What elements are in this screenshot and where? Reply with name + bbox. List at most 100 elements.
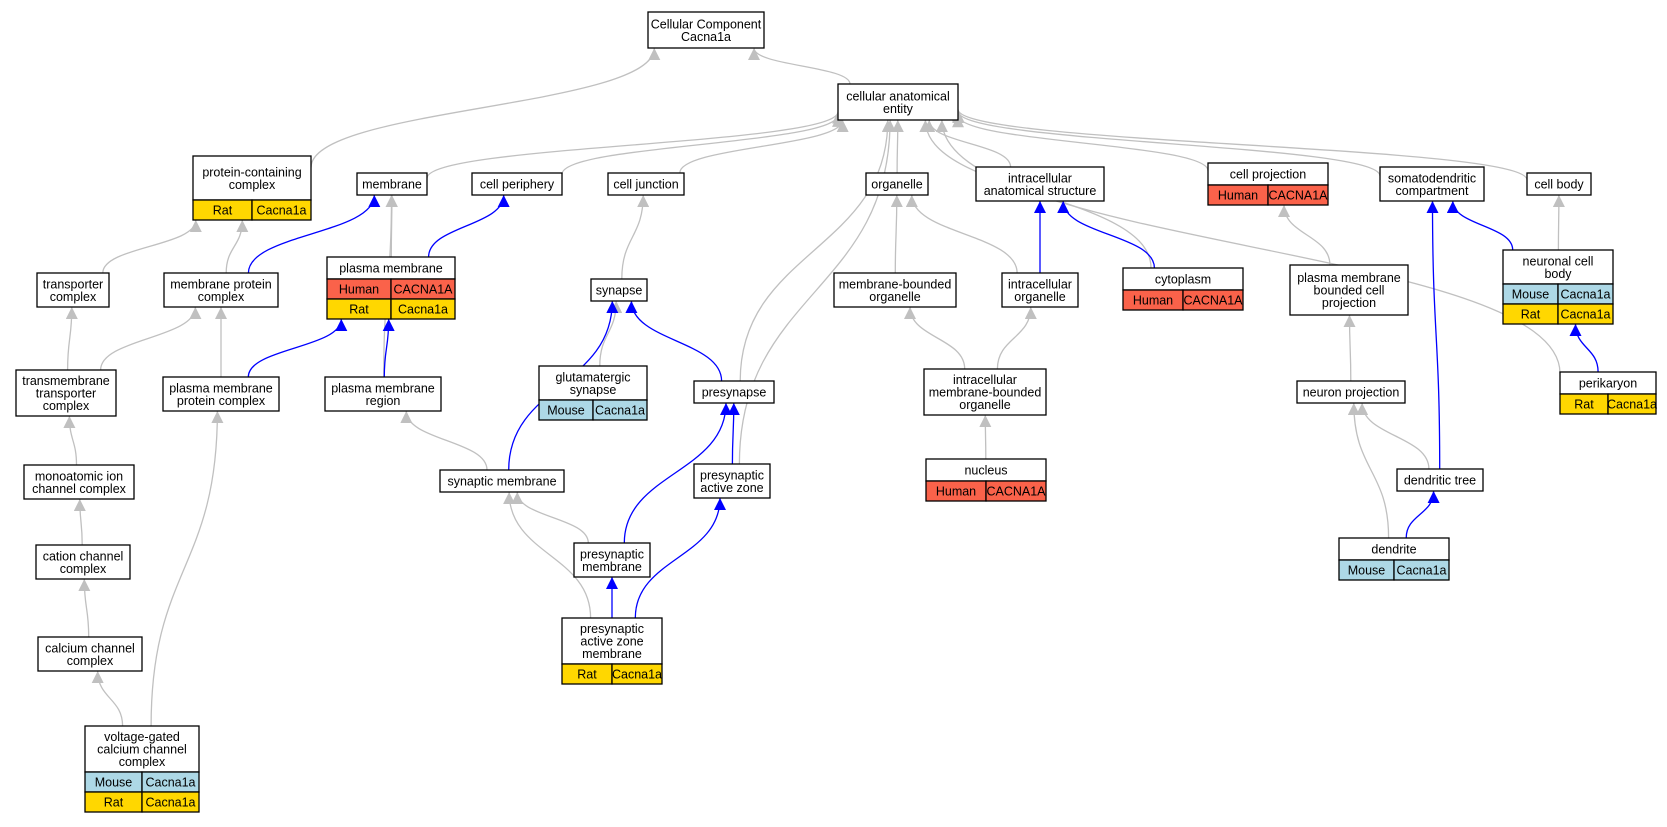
gene-cell: [1607, 393, 1657, 415]
node-label-line: synaptic membrane: [447, 475, 556, 489]
node-synm[interactable]: synaptic membrane: [439, 469, 565, 493]
node-box: [1396, 468, 1484, 492]
node-dtree[interactable]: dendritic tree: [1396, 468, 1484, 492]
edge-ncb-to-cbody: [1552, 194, 1565, 251]
edge-gsyn-to-syn: [599, 300, 623, 367]
node-box: [693, 463, 771, 499]
node-box: [163, 272, 279, 308]
edge-peri-to-ncb: [1569, 323, 1599, 373]
gene-label: Cacna1a: [398, 303, 448, 317]
node-label-line: cell junction: [613, 178, 678, 192]
node-syn[interactable]: synapse: [590, 278, 648, 302]
node-label-line: plasma membrane: [169, 381, 273, 395]
gene-cell: [985, 480, 1047, 502]
node-box: [975, 166, 1105, 202]
node-label-line: projection: [1322, 296, 1376, 310]
node-label-line: active zone: [700, 481, 763, 495]
node-cper[interactable]: cell periphery: [471, 172, 563, 196]
node-box: [1526, 172, 1592, 196]
node-mem[interactable]: membrane: [356, 172, 428, 196]
node-label-line: intracellular: [953, 373, 1017, 387]
node-label-line: perikaryon: [1579, 377, 1637, 391]
edge-pm-to-cper: [427, 194, 510, 258]
gene-label: Cacna1a: [1560, 308, 1610, 322]
gene-label: Cacna1a: [145, 796, 195, 810]
node-label-line: complex: [60, 562, 107, 576]
node-presyn[interactable]: presynapse: [693, 380, 775, 404]
species-label: Rat: [213, 204, 233, 218]
node-box: [573, 542, 651, 578]
node-nproj[interactable]: neuron projection: [1296, 380, 1406, 404]
node-org[interactable]: organelle: [865, 172, 929, 196]
node-label-line: dendrite: [1371, 543, 1416, 557]
node-label-line: cation channel: [43, 549, 124, 563]
node-box: [356, 172, 428, 196]
node-label-line: complex: [43, 399, 90, 413]
species-label: Human: [936, 485, 976, 499]
edge-cyto-to-ias: [1057, 200, 1156, 269]
species-label: Mouse: [547, 404, 585, 418]
node-label-line: presynaptic: [700, 468, 764, 482]
node-label-line: membrane protein: [170, 277, 271, 291]
node-label-line: membrane-bounded: [839, 277, 952, 291]
edge-dtree-to-sdc: [1426, 200, 1441, 470]
node-cbody[interactable]: cell body: [1526, 172, 1592, 196]
node-label-line: nucleus: [964, 464, 1007, 478]
node-label-line: synapse: [596, 284, 643, 298]
gene-cell: [141, 791, 200, 813]
node-box: [162, 376, 280, 412]
node-box: [561, 617, 663, 665]
node-label-line: presynaptic: [580, 547, 644, 561]
species-label: Mouse: [1512, 288, 1550, 302]
node-label-line: compartment: [1396, 184, 1469, 198]
edge-pcc-to-cc: [310, 47, 661, 168]
node-box: [1001, 272, 1079, 308]
node-box: [324, 376, 442, 412]
node-cj[interactable]: cell junction: [607, 172, 685, 196]
edge-presyn-to-cae: [739, 119, 894, 382]
edge-dend-to-nproj: [1347, 402, 1390, 539]
species-label: Mouse: [95, 776, 133, 790]
gene-cell: [1182, 289, 1244, 311]
node-box: [1379, 166, 1485, 202]
node-label-line: transporter: [43, 277, 103, 291]
gene-cell: [1267, 184, 1329, 206]
edge-ncb-to-sdc: [1446, 200, 1514, 251]
gene-cell: [1393, 559, 1450, 581]
edge-pazm-to-paz: [634, 497, 726, 619]
gene-label: Cacna1a: [145, 776, 195, 790]
node-label-line: cellular anatomical: [846, 89, 950, 103]
node-label-line: intracellular: [1008, 171, 1072, 185]
edge-cbody-to-cae: [952, 109, 1528, 181]
